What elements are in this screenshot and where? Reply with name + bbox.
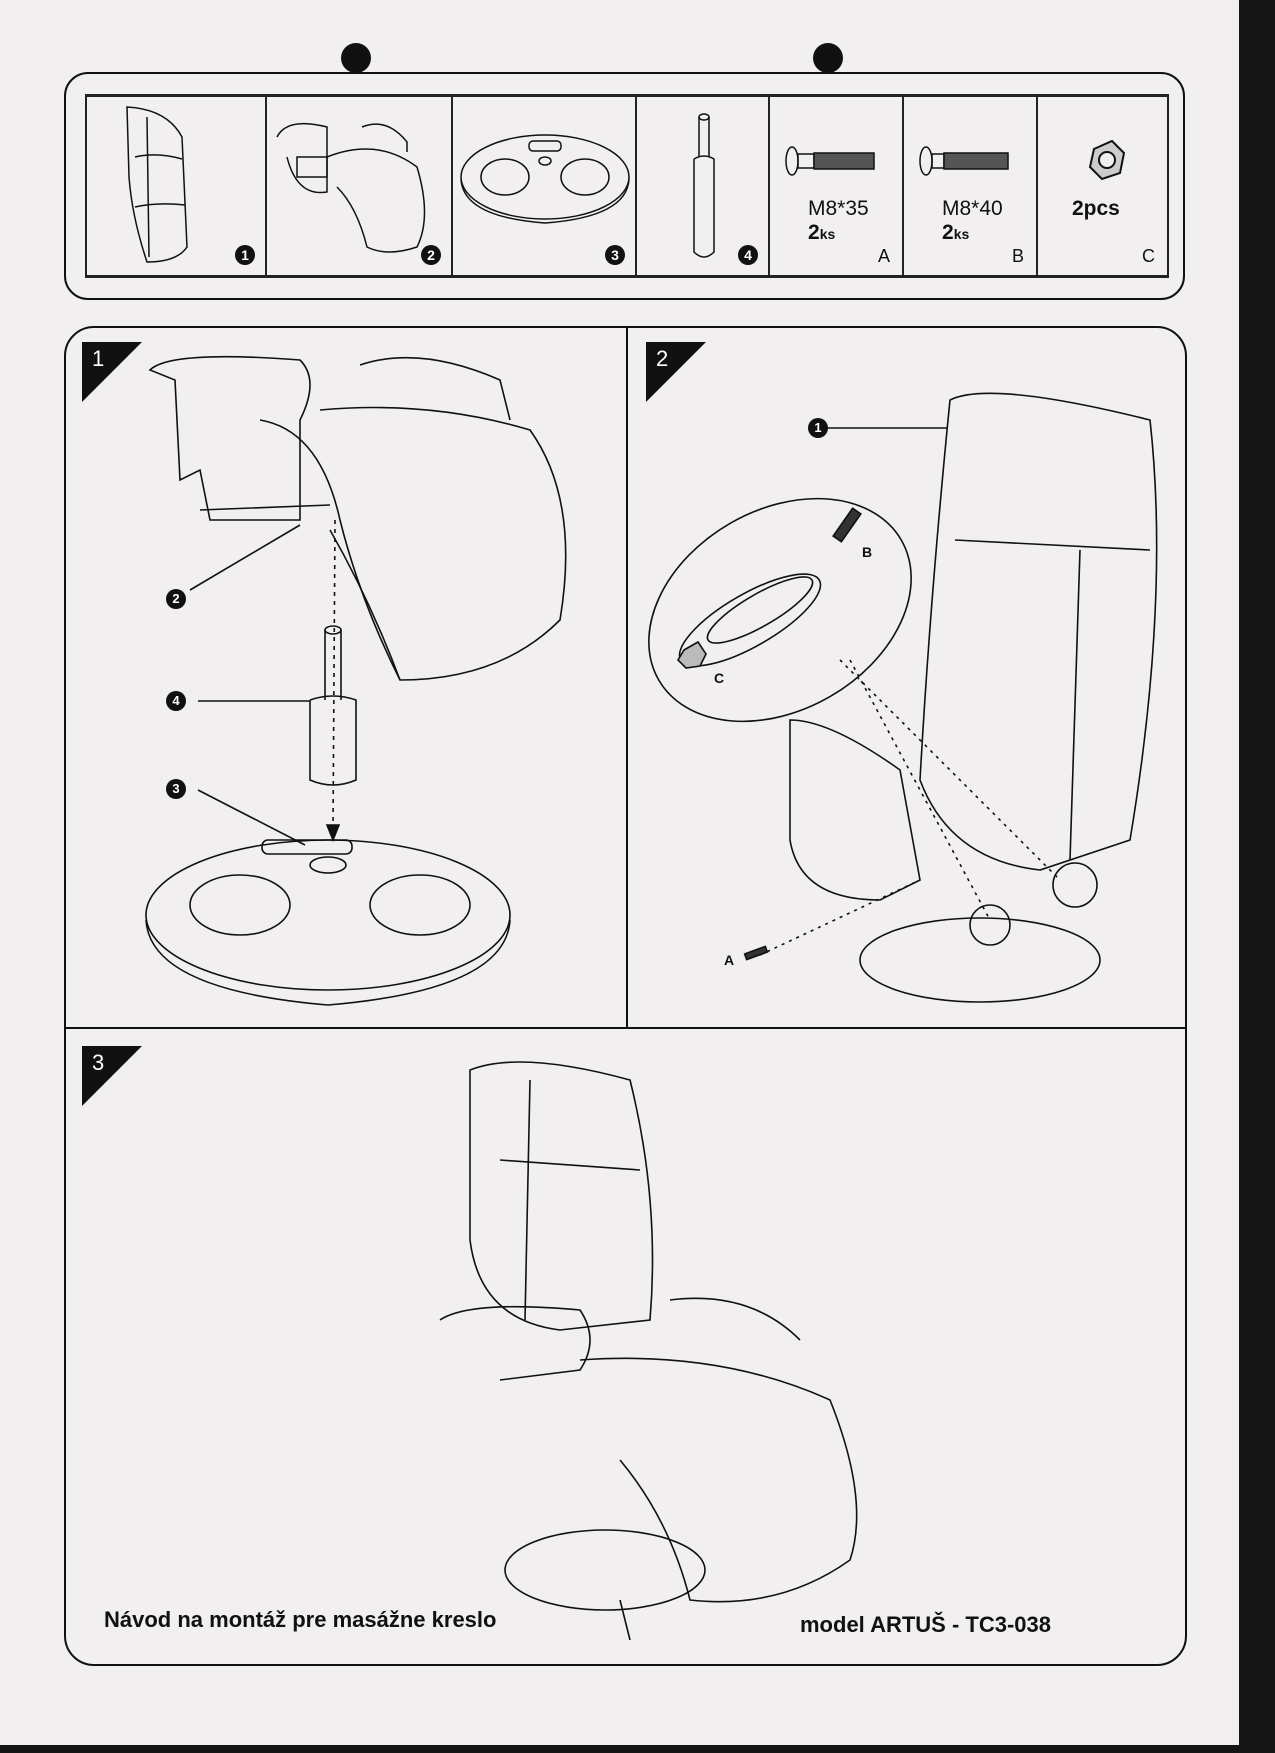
qty-unit: ks — [953, 226, 970, 242]
base-icon — [460, 134, 630, 224]
part-number: 1 — [235, 245, 255, 265]
seat-icon — [276, 122, 426, 253]
bolt-spec: M8*40 — [942, 197, 1003, 220]
part-number: 2 — [421, 245, 441, 265]
backrest-icon — [126, 106, 188, 263]
scan-edge-bottom — [0, 1745, 1275, 1753]
step1-drawing — [145, 355, 567, 1006]
step3-drawing — [439, 1061, 858, 1641]
parts-list-frame — [64, 72, 1185, 300]
bolt-spec: M8*35 — [808, 197, 869, 220]
bolt-quantity: 2ks — [942, 221, 969, 245]
part-letter: C — [1142, 246, 1155, 266]
part-number: 4 — [738, 245, 758, 265]
callout-part: 1 — [808, 418, 828, 438]
part-letter: A — [877, 246, 890, 266]
divider — [626, 327, 628, 1029]
bolt-icon — [785, 146, 875, 176]
step2-drawing — [648, 392, 1158, 1003]
parts-list: 1 2 3 4 M8*35 2ks A M8*40 2ks B 2pcs C — [85, 94, 1169, 278]
punch-hole — [341, 43, 371, 73]
callout-part: 2 — [166, 589, 186, 609]
callout-part: 4 — [166, 691, 186, 711]
part-nut-c: 2pcs C — [1036, 97, 1169, 275]
step-number: 2 — [656, 346, 669, 371]
step-triangle-icon — [82, 1046, 142, 1106]
scan-edge-right — [1239, 0, 1275, 1753]
divider — [65, 1027, 1186, 1029]
model-name: model ARTUŠ - TC3-038 — [800, 1612, 1052, 1637]
callout-label: B — [862, 544, 873, 560]
bolt-quantity: 2ks — [808, 221, 835, 245]
nut-icon — [1088, 139, 1126, 181]
part-seat: 2 — [265, 97, 451, 275]
nut-quantity: 2pcs — [1072, 197, 1120, 220]
step-number: 1 — [92, 346, 105, 371]
punch-hole — [813, 43, 843, 73]
callout-label: A — [724, 952, 735, 968]
step-badge-2: 2 — [646, 342, 706, 402]
part-base: 3 — [451, 97, 635, 275]
part-bolt-b: M8*40 2ks B — [902, 97, 1036, 275]
gas-lift-icon — [693, 113, 715, 258]
steps-frame — [64, 326, 1187, 1666]
part-gas-lift: 4 — [635, 97, 768, 275]
callout-part: 3 — [166, 779, 186, 799]
step-triangle-icon — [82, 342, 142, 402]
qty-value: 2 — [942, 221, 954, 244]
part-number: 3 — [605, 245, 625, 265]
part-backrest: 1 — [85, 97, 265, 275]
callout-label: C — [714, 670, 725, 686]
qty-unit: ks — [819, 226, 836, 242]
part-letter: B — [1011, 246, 1024, 266]
document-title: Návod na montáž pre masážne kreslo — [104, 1607, 497, 1632]
bolt-icon — [919, 146, 1009, 176]
step-badge-1: 1 — [82, 342, 142, 402]
part-bolt-a: M8*35 2ks A — [768, 97, 902, 275]
step-triangle-icon — [646, 342, 706, 402]
qty-value: 2 — [808, 221, 820, 244]
step-badge-3: 3 — [82, 1046, 142, 1106]
step-number: 3 — [92, 1050, 105, 1075]
